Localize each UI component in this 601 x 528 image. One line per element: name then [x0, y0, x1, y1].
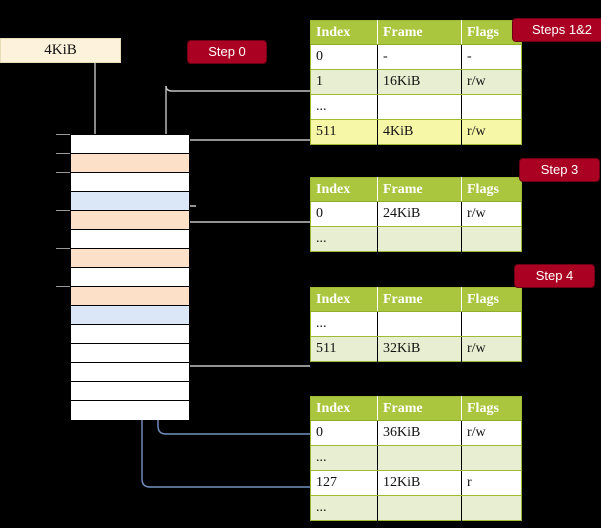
- table-cell: [377, 445, 462, 471]
- table-cell: ...: [310, 94, 378, 120]
- table-cell: [461, 311, 522, 337]
- table-row: 0--: [310, 44, 522, 70]
- table-cell: 0: [310, 44, 378, 70]
- table-cell: r/w: [461, 201, 522, 227]
- column-header-index: Index: [310, 396, 378, 421]
- memory-grid-tick: [56, 210, 70, 211]
- memory-frame-cell: [71, 173, 189, 192]
- table-cell: [461, 94, 522, 120]
- table-cell: r/w: [461, 119, 522, 145]
- badge-step-4: Step 4: [515, 265, 594, 287]
- source-frame-block: 4KiB: [0, 38, 121, 63]
- memory-grid-tick: [56, 248, 70, 249]
- table-cell: [461, 495, 522, 521]
- table-cell: r/w: [461, 420, 522, 446]
- memory-frame-cell: [71, 249, 189, 268]
- table-cell: ...: [310, 495, 378, 521]
- table-cell: 1: [310, 69, 378, 95]
- column-header-frame: Frame: [377, 20, 462, 45]
- table-cell: ...: [310, 226, 378, 252]
- column-header-index: Index: [310, 287, 378, 312]
- table-cell: 16KiB: [377, 69, 462, 95]
- column-header-flags: Flags: [461, 396, 522, 421]
- column-header-flags: Flags: [461, 177, 522, 202]
- memory-frame-cell: [71, 344, 189, 363]
- memory-frame-cell: [71, 287, 189, 306]
- badge-steps-1-2: Steps 1&2: [513, 19, 601, 41]
- memory-frame-cell: [71, 135, 189, 154]
- table-cell: 0: [310, 420, 378, 446]
- table-row: ...: [310, 445, 522, 471]
- table-cell: [377, 226, 462, 252]
- memory-frame-cell: [71, 363, 189, 382]
- column-header-index: Index: [310, 20, 378, 45]
- memory-frame-cell: [71, 268, 189, 287]
- table-row: ...: [310, 311, 522, 337]
- column-header-frame: Frame: [377, 396, 462, 421]
- table-cell: 0: [310, 201, 378, 227]
- table-cell: r/w: [461, 69, 522, 95]
- table-cell: [377, 94, 462, 120]
- memory-grid-tick: [56, 286, 70, 287]
- memory-frame-cell: [71, 154, 189, 173]
- column-header-frame: Frame: [377, 177, 462, 202]
- badge-step-3: Step 3: [520, 159, 599, 181]
- table-cell: -: [461, 44, 522, 70]
- badge-step-0: Step 0: [188, 41, 266, 63]
- memory-frame-cell: [71, 211, 189, 230]
- column-header-frame: Frame: [377, 287, 462, 312]
- table-cell: 511: [310, 336, 378, 362]
- column-header-flags: Flags: [461, 287, 522, 312]
- table-cell: [377, 495, 462, 521]
- table-cell: r: [461, 470, 522, 496]
- memory-frame-cell: [71, 401, 189, 420]
- column-header-index: Index: [310, 177, 378, 202]
- column-header-flags: Flags: [461, 20, 522, 45]
- table-cell: ...: [310, 311, 378, 337]
- table-row: ...: [310, 226, 522, 252]
- table-cell: 127: [310, 470, 378, 496]
- table-cell: 32KiB: [377, 336, 462, 362]
- memory-frame-cell: [71, 306, 189, 325]
- memory-frame-cell: [71, 382, 189, 401]
- table-cell: [377, 311, 462, 337]
- table-cell: [461, 226, 522, 252]
- table-cell: r/w: [461, 336, 522, 362]
- table-cell: -: [377, 44, 462, 70]
- table-cell: 24KiB: [377, 201, 462, 227]
- memory-grid-tick: [56, 172, 70, 173]
- table-cell: 36KiB: [377, 420, 462, 446]
- memory-frame-cell: [71, 230, 189, 249]
- table-row: ...: [310, 94, 522, 120]
- memory-frame-cell: [71, 192, 189, 211]
- table-cell: [461, 445, 522, 471]
- table-cell: 511: [310, 119, 378, 145]
- memory-grid-tick: [56, 134, 70, 135]
- table-cell: 4KiB: [377, 119, 462, 145]
- memory-grid-tick: [56, 153, 70, 154]
- table-row: ...: [310, 495, 522, 521]
- table-cell: 12KiB: [377, 470, 462, 496]
- memory-frame-cell: [71, 325, 189, 344]
- source-frame-label: 4KiB: [44, 42, 77, 58]
- table-cell: ...: [310, 445, 378, 471]
- physical-memory-grid: [70, 134, 190, 420]
